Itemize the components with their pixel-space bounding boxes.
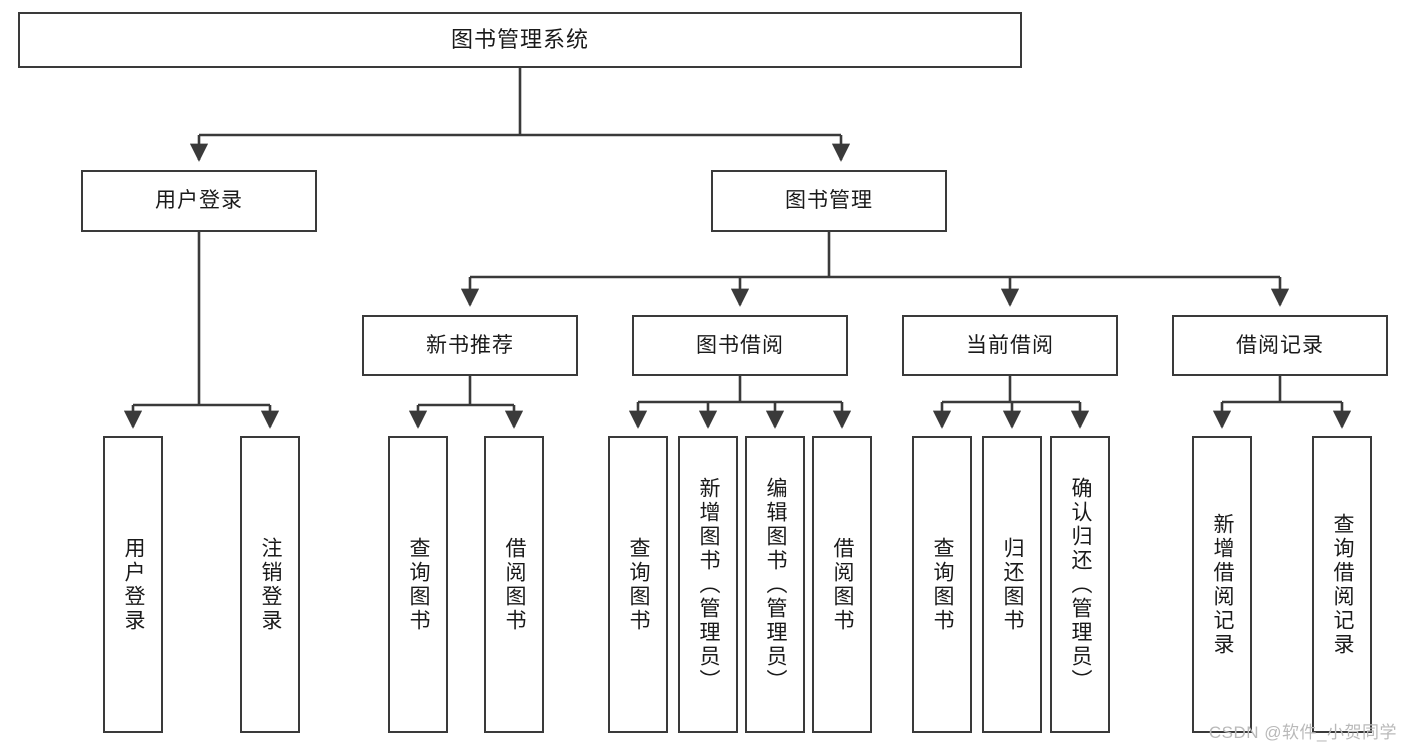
leaf-edit-book-admin[interactable]: 编辑图书（管理员） bbox=[745, 436, 805, 733]
node-root-book-management-system[interactable]: 图书管理系统 bbox=[18, 12, 1022, 68]
node-label: 查询图书 bbox=[931, 536, 955, 633]
node-label: 图书管理系统 bbox=[450, 26, 589, 52]
node-label: 用户登录 bbox=[155, 189, 243, 213]
node-label: 新书推荐 bbox=[426, 333, 514, 357]
leaf-borrow-books-recommend[interactable]: 借阅图书 bbox=[484, 436, 544, 733]
node-user-login[interactable]: 用户登录 bbox=[81, 170, 317, 232]
node-label: 查询图书 bbox=[627, 536, 651, 633]
leaf-user-login[interactable]: 用户登录 bbox=[103, 436, 163, 733]
leaf-add-book-admin[interactable]: 新增图书（管理员） bbox=[678, 436, 738, 733]
node-book-management[interactable]: 图书管理 bbox=[711, 170, 947, 232]
node-label: 借阅记录 bbox=[1236, 333, 1324, 357]
node-label: 查询借阅记录 bbox=[1331, 512, 1355, 657]
node-label: 用户登录 bbox=[122, 536, 146, 633]
node-book-borrowing[interactable]: 图书借阅 bbox=[632, 315, 848, 376]
leaf-confirm-return-admin[interactable]: 确认归还（管理员） bbox=[1050, 436, 1110, 733]
node-current-borrowing[interactable]: 当前借阅 bbox=[902, 315, 1118, 376]
leaf-query-borrow-record[interactable]: 查询借阅记录 bbox=[1312, 436, 1372, 733]
leaf-query-books-recommend[interactable]: 查询图书 bbox=[388, 436, 448, 733]
node-label: 查询图书 bbox=[407, 536, 431, 633]
node-label: 图书管理 bbox=[785, 189, 873, 213]
node-label: 注销登录 bbox=[259, 536, 283, 633]
node-label: 编辑图书（管理员） bbox=[764, 476, 788, 693]
node-label: 当前借阅 bbox=[966, 333, 1054, 357]
node-label: 借阅图书 bbox=[831, 536, 855, 633]
leaf-add-borrow-record[interactable]: 新增借阅记录 bbox=[1192, 436, 1252, 733]
node-label: 新增图书（管理员） bbox=[697, 476, 721, 693]
leaf-logout[interactable]: 注销登录 bbox=[240, 436, 300, 733]
node-label: 归还图书 bbox=[1001, 536, 1025, 633]
node-borrowing-records[interactable]: 借阅记录 bbox=[1172, 315, 1388, 376]
leaf-borrow-books[interactable]: 借阅图书 bbox=[812, 436, 872, 733]
node-label: 确认归还（管理员） bbox=[1069, 476, 1093, 693]
leaf-query-books-borrow[interactable]: 查询图书 bbox=[608, 436, 668, 733]
node-label: 借阅图书 bbox=[503, 536, 527, 633]
node-label: 图书借阅 bbox=[696, 333, 784, 357]
node-new-book-recommendation[interactable]: 新书推荐 bbox=[362, 315, 578, 376]
leaf-query-books-current[interactable]: 查询图书 bbox=[912, 436, 972, 733]
node-label: 新增借阅记录 bbox=[1211, 512, 1235, 657]
leaf-return-books[interactable]: 归还图书 bbox=[982, 436, 1042, 733]
